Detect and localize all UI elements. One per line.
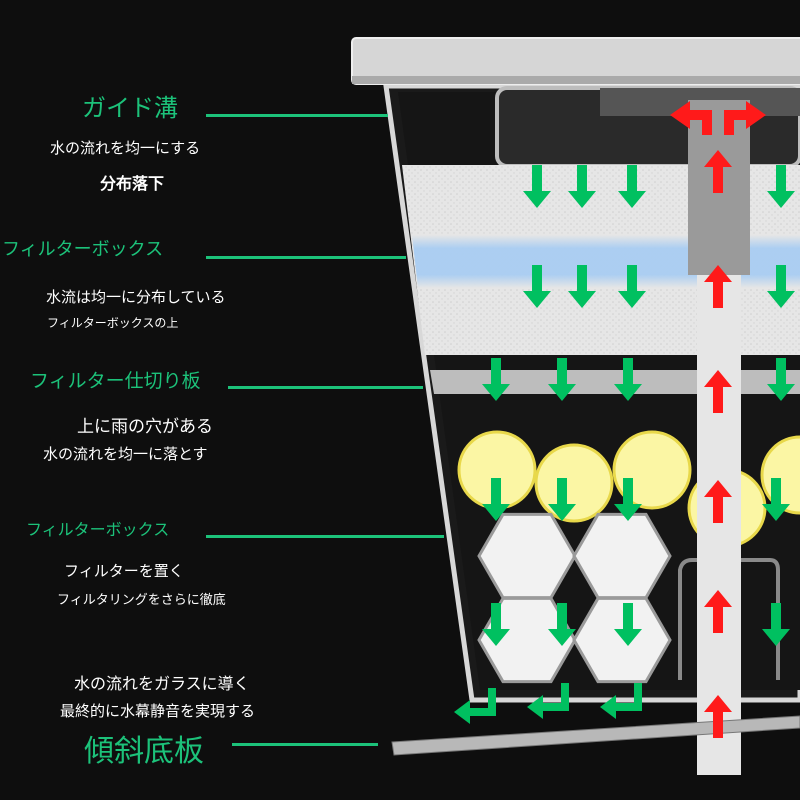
sloped-bottom-plate — [391, 715, 800, 756]
flow-down-arrow-icon — [614, 603, 642, 646]
flow-up-arrow-icon — [704, 150, 732, 193]
label-filter-partition-title: フィルター仕切り板 — [30, 370, 201, 392]
label-filter-box-top-title: フィルターボックス — [2, 239, 164, 260]
flow-down-arrow-icon — [767, 358, 795, 401]
flow-down-arrow-icon — [767, 265, 795, 308]
label-guide-groove-line1: 水の流れを均一にする — [50, 139, 201, 157]
flow-up-arrow-icon — [704, 695, 732, 738]
flow-down-arrow-icon — [767, 165, 795, 208]
return-pipe-lower — [697, 275, 741, 775]
label-filter-box-top-line1: 水流は均一に分布している — [46, 288, 226, 306]
flow-up-arrow-icon — [704, 370, 732, 413]
flow-down-arrow-icon — [548, 358, 576, 401]
flow-outlet-arrow-icon — [600, 683, 642, 719]
flow-up-arrow-icon — [704, 590, 732, 633]
label-filter-box-bottom-line2: フィルタリングをさらに徹底 — [57, 593, 226, 608]
flow-split-right-arrow-icon — [724, 101, 766, 135]
flow-up-arrow-icon — [704, 480, 732, 523]
leader-line-filter-partition — [228, 386, 423, 389]
label-filter-partition-line2: 水の流れを均一に落とす — [43, 445, 208, 463]
flow-outlet-arrow-icon — [454, 688, 496, 724]
flow-down-arrow-icon — [523, 265, 551, 308]
filter-partition-plate — [430, 370, 800, 394]
flow-down-arrow-icon — [618, 265, 646, 308]
flow-outlet-arrow-icon — [527, 683, 569, 719]
label-guide-groove-line2: 分布落下 — [100, 174, 165, 193]
label-sloped-bottom-line1: 水の流れをガラスに導く — [74, 674, 250, 693]
flow-down-arrow-icon — [482, 603, 510, 646]
label-filter-box-bottom-title: フィルターボックス — [26, 520, 170, 539]
filter-ball — [534, 443, 614, 523]
flow-down-arrow-icon — [568, 165, 596, 208]
label-filter-box-bottom-line1: フィルターを置く — [64, 562, 184, 580]
label-sloped-bottom-line2: 最終的に水幕静音を実現する — [60, 702, 256, 720]
leader-line-sloped-bottom — [232, 743, 378, 746]
leader-line-guide-groove — [206, 114, 388, 117]
flow-down-arrow-icon — [762, 603, 790, 646]
flow-down-arrow-icon — [762, 478, 790, 521]
flow-down-arrow-icon — [614, 358, 642, 401]
label-sloped-bottom-title: 傾斜底板 — [84, 734, 204, 769]
leader-line-filter-box-bottom — [206, 535, 444, 538]
label-filter-partition-line1: 上に雨の穴がある — [77, 417, 213, 437]
label-guide-groove-title: ガイド溝 — [82, 94, 178, 122]
flow-down-arrow-icon — [482, 478, 510, 521]
filter-media-block — [572, 596, 672, 684]
flow-split-left-arrow-icon — [670, 101, 712, 135]
filter-media-block — [477, 596, 577, 684]
flow-down-arrow-icon — [568, 265, 596, 308]
flow-down-arrow-icon — [618, 165, 646, 208]
label-filter-box-top-line2: フィルターボックスの上 — [47, 316, 179, 330]
flow-down-arrow-icon — [614, 478, 642, 521]
flow-down-arrow-icon — [548, 478, 576, 521]
leader-line-filter-box-top — [206, 256, 406, 259]
flow-down-arrow-icon — [482, 358, 510, 401]
flow-up-arrow-icon — [704, 265, 732, 308]
flow-down-arrow-icon — [548, 603, 576, 646]
flow-down-arrow-icon — [523, 165, 551, 208]
